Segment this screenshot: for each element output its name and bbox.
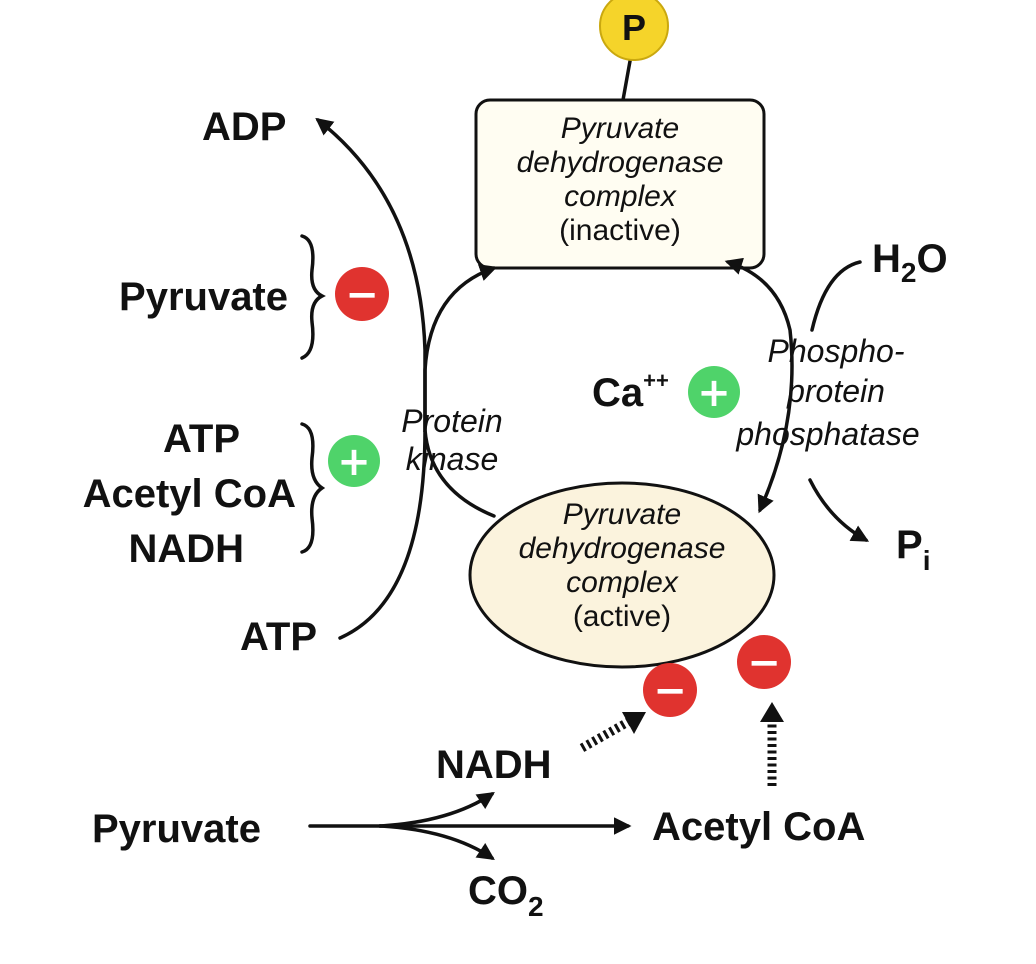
reaction-nadh-branch-arrow — [378, 792, 495, 828]
svg-text:−: − — [653, 668, 687, 714]
water-input-line — [810, 260, 862, 332]
brace-activators — [300, 422, 326, 554]
nadh-feedback-arrowhead — [622, 712, 646, 734]
kinase-activator-atp: ATP — [163, 417, 240, 461]
svg-text:+: + — [337, 439, 371, 485]
enzyme-active-line4: (active) — [573, 600, 671, 633]
phosphatase-activate-plus-icon: + — [688, 366, 740, 418]
kinase-arrow-to-inactive — [423, 264, 498, 518]
enzyme-inactive-line3: complex — [564, 180, 677, 213]
enzyme-active-line1: Pyruvate — [563, 498, 681, 531]
svg-text:−: − — [747, 640, 781, 686]
kinase-activator-nadh: NADH — [128, 527, 244, 571]
reaction-co2-branch-arrow — [378, 824, 495, 860]
phosphatase-label-line1: Phospho- — [768, 333, 905, 369]
enzyme-active-ellipse: Pyruvate dehydrogenase complex (active) — [468, 481, 776, 669]
kinase-inhibitor-pyruvate: Pyruvate — [119, 275, 288, 319]
nadh-feedback-dotted-line — [579, 718, 631, 752]
phosphate-group-icon: P — [599, 0, 669, 61]
phosphatase-arrow-to-active — [724, 257, 794, 514]
brace-pyruvate — [300, 234, 326, 360]
svg-text:−: − — [345, 272, 379, 318]
kinase-activator-acetyl-coa: Acetyl CoA — [83, 472, 296, 516]
pi-output-arrow — [808, 478, 870, 542]
enzyme-inactive-line2: dehydrogenase — [517, 146, 724, 179]
atp-to-adp-arrow — [315, 117, 427, 640]
acetyl-coa-feedback-arrowhead — [760, 702, 784, 722]
atp-input-label: ATP — [240, 615, 317, 659]
enzyme-inactive-line4: (inactive) — [559, 214, 681, 247]
kinase-activate-plus-icon: + — [328, 435, 380, 487]
reaction-byproduct-nadh: NADH — [436, 743, 552, 787]
enzyme-active-line3: complex — [566, 566, 679, 599]
enzyme-inactive-line1: Pyruvate — [561, 112, 679, 145]
phosphatase-label-line3: phosphatase — [735, 416, 919, 452]
enzyme-active-line2: dehydrogenase — [519, 532, 726, 565]
adp-label: ADP — [202, 105, 286, 149]
water-label: H2O — [872, 237, 948, 288]
calcium-label: Ca++ — [592, 368, 669, 415]
kinase-label-line1: Protein — [401, 403, 502, 439]
reaction-byproduct-co2: CO2 — [468, 869, 544, 922]
reaction-substrate-pyruvate: Pyruvate — [92, 807, 261, 851]
pi-label: Pi — [896, 523, 930, 576]
kinase-label-line2: kinase — [406, 441, 499, 477]
phosphate-label: P — [622, 7, 646, 48]
reaction-product-acetyl-coa: Acetyl CoA — [652, 805, 865, 849]
enzyme-inactive-box: Pyruvate dehydrogenase complex (inactive… — [474, 98, 766, 270]
acetyl-coa-inhibit-minus-icon: − — [737, 635, 791, 689]
kinase-inhibit-minus-icon: − — [335, 267, 389, 321]
svg-text:+: + — [697, 370, 731, 416]
phosphatase-label-line2: protein — [786, 373, 885, 409]
nadh-inhibit-minus-icon: − — [643, 663, 697, 717]
